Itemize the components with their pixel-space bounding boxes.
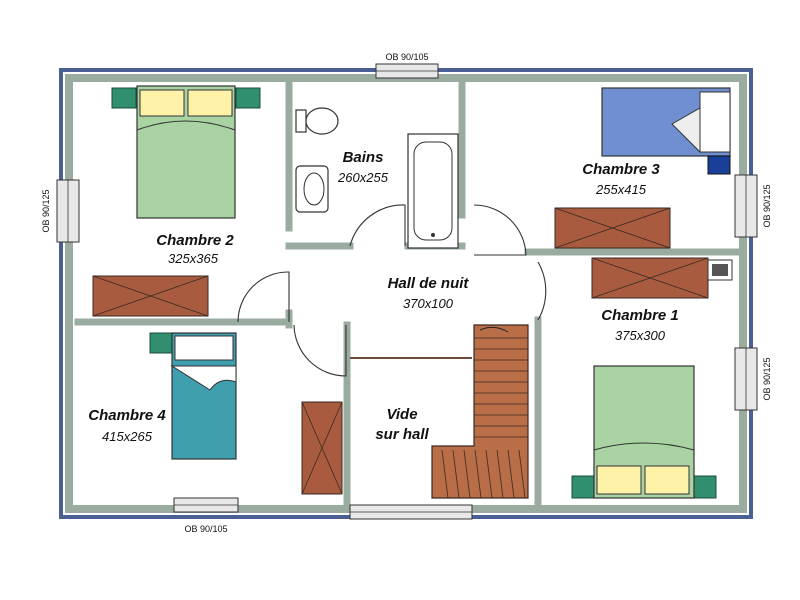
chambre2-dim: 325x365 [168,251,219,266]
chambre2-name: Chambre 2 [156,232,234,249]
vide-line1: Vide [386,406,417,423]
vide-line2: sur hall [375,426,429,443]
wardrobe-chambre1 [591,257,733,299]
door-chambre2[interactable] [237,271,290,323]
chambre3-dim: 255x415 [595,182,647,197]
bed-chambre4 [149,332,237,460]
door-chambre1[interactable] [537,261,547,321]
door-bains[interactable] [349,204,406,247]
interior-walls [74,78,747,509]
window-right-upper-label: OB 90/125 [762,184,772,227]
window-left [56,179,80,243]
staircase [431,324,529,499]
bed-chambre3 [601,87,731,175]
sink [295,165,329,213]
wardrobe-chambre4 [301,401,343,495]
window-bottom-label: OB 90/105 [184,524,227,534]
door-chambre3[interactable] [473,204,527,256]
window-bottom-center [349,504,473,520]
door-chambre4[interactable] [293,324,347,377]
chambre1-name: Chambre 1 [601,307,679,324]
window-left-label: OB 90/125 [41,189,51,232]
chambre1-dim: 375x300 [615,328,666,343]
bed-chambre1 [571,365,717,499]
wardrobe-chambre3 [554,207,671,249]
hall-name: Hall de nuit [388,275,470,292]
chambre3-name: Chambre 3 [582,161,660,178]
chambre4-dim: 415x265 [102,429,153,444]
window-bottom-left [173,497,239,513]
window-top-label: OB 90/105 [385,52,428,62]
doors [237,204,547,377]
hall-dim: 370x100 [403,296,454,311]
chambre4-name: Chambre 4 [88,407,166,424]
bathtub [407,133,459,249]
bains-name: Bains [343,149,384,166]
wardrobe-chambre2 [92,275,209,317]
toilet [295,107,339,135]
window-right-lower-label: OB 90/125 [762,357,772,400]
window-top [375,63,439,79]
window-right-lower [734,347,758,411]
bed-chambre2 [111,85,261,219]
bains-dim: 260x255 [337,170,389,185]
window-right-upper [734,174,758,238]
